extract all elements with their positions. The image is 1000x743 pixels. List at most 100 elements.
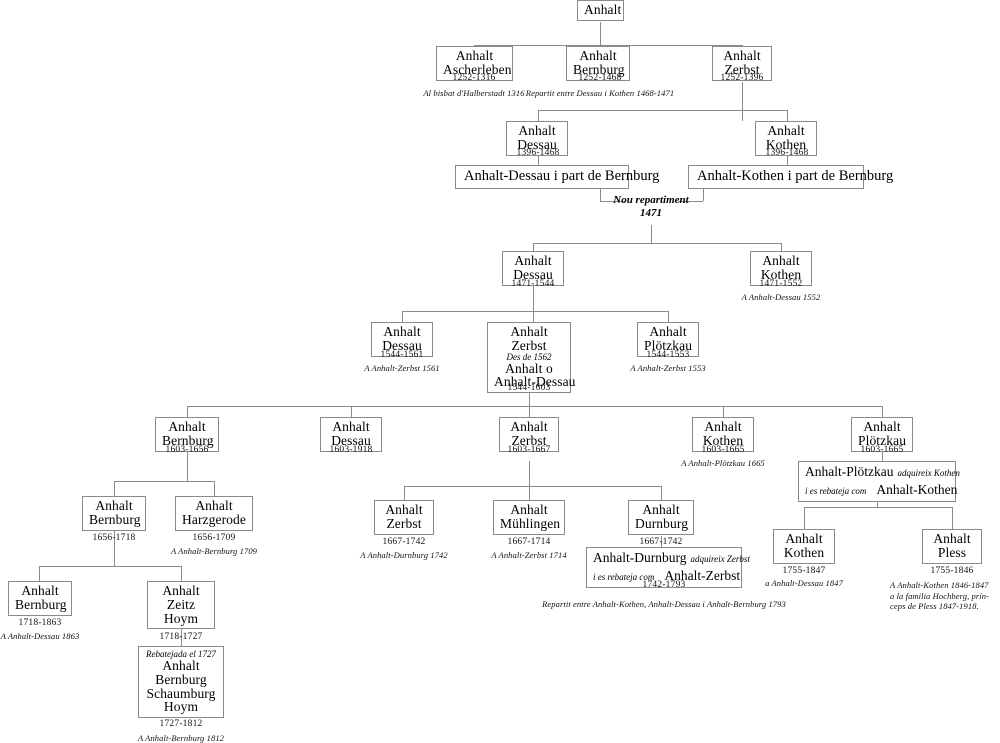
note-plotzkau-1544: A Anhalt-Zerbst 1553 [630,363,706,373]
node-label-line2: Zerbst [511,432,547,448]
node-anhalt-zeitz-hoym-1718[interactable]: Anhalt Zeitz Hoym [147,581,215,630]
node-anhalt-bernburg-1718[interactable]: Anhalt Bernburg [8,581,72,616]
years-bernburg-schaumburg: 1727-1812 [159,719,203,729]
node-label-line1: Anhalt [933,531,971,546]
node-anhalt-kothen-1396[interactable]: Anhalt Kothen [755,121,817,156]
node-label-line2: Kothen [702,432,744,448]
years-muhlingen-1667: 1667-1714 [507,537,551,547]
connector-kothen-1471 [781,243,782,251]
node-plotzkau-acquires-kothen[interactable]: Anhalt-Plötzkau adquireix Kothen i es re… [798,461,960,502]
years-bernburg-1656: 1656-1718 [92,533,136,543]
node-label-line2: Kothen [783,544,825,560]
connector-dessaupart-down [600,186,601,201]
node-anhalt-harzgerode-1656[interactable]: Anhalt Harzgerode [175,496,253,531]
node-anhalt-bernburg-1603[interactable]: Anhalt Bernburg [155,417,219,452]
node-anhalt-bernburg-1252[interactable]: Anhalt Bernburg [566,46,630,81]
years-zerbst-1544: 1544-1603 [507,383,551,393]
node-anhalt-dessau-1471[interactable]: Anhalt Dessau [502,251,564,286]
node-anhalt-bernburg-schaumburg-hoym[interactable]: Rebatejada el 1727 Anhalt Bernburg Schau… [138,646,224,719]
node-label-line1: Anhalt [510,502,548,517]
node-label-line1: Anhalt [455,48,494,63]
node-anhalt-bernburg-1656[interactable]: Anhalt Bernburg [82,496,146,531]
connector-bernburg1656-down [114,531,115,566]
connector-kothen-1755 [804,507,805,529]
connector-dessau-part [538,148,539,165]
node-label-line3: Hoym [163,610,199,626]
node-label-line2: Kothen [765,136,807,152]
merge-part-3: i es rebateja com [593,571,655,582]
connector-zerbst-down [742,82,743,121]
connector-plotzkau1603-down [882,443,883,461]
node-anhalt-kothen-1603[interactable]: Anhalt Kothen [692,417,754,452]
node-anhalt-plotzkau-1544[interactable]: Anhalt Plötzkau [637,322,699,357]
connector-row1544-bus [402,311,668,312]
node-label-line1: Anhalt [510,324,548,339]
connector-row1656-bus [114,481,214,482]
note-bernburg-1718: A Anhalt-Dessau 1863 [0,631,80,641]
node-label: Anhalt [584,2,622,17]
connector-root-down [600,22,601,45]
connector-row1718-bus [39,566,181,567]
node-anhalt-durnburg-1667[interactable]: Anhalt Durnburg [628,500,694,535]
connector-kothen-part [787,148,788,165]
connector-dessau-1544 [402,311,403,322]
node-label-line1: Anhalt [514,253,552,268]
node-anhalt-dessau-1544[interactable]: Anhalt Dessau [371,322,433,357]
node-anhalt-zerbst-1544[interactable]: Anhalt Zerbst Des de 1562 Anhalt o Anhal… [487,322,575,394]
node-kothen-part-bernburg[interactable]: Anhalt-Kothen i part de Bernburg [688,165,893,189]
merge-part-2: adquireix Kothen [897,468,960,478]
connector-zerbst-1603 [529,406,530,417]
node-anhalt-dessau-1603[interactable]: Anhalt Dessau [320,417,382,452]
merge-part-2: adquireix Zerbst [690,554,750,564]
node-label-line2: Zeitz [166,596,196,612]
years-dessau-1544: 1544-1561 [380,350,424,360]
node-label-line2: Bernburg [89,511,141,527]
connector-row2-bus [538,110,787,111]
years-durnburg-merge: 1742-1793 [642,580,686,590]
node-label-line2: Durnburg [635,515,689,531]
node-anhalt-kothen-1755[interactable]: Anhalt Kothen [773,529,835,564]
node-label-line2: Bernburg [155,671,207,687]
node-label: Anhalt-Dessau i part de Bernburg [464,168,660,184]
node-anhalt-zerbst-1252[interactable]: Anhalt Zerbst [712,46,772,81]
node-label-line2: Harzgerode [182,511,246,527]
merge-part-1: Anhalt-Plötzkau [805,464,894,479]
node-anhalt-pless-1755[interactable]: Anhalt Pless [922,529,982,564]
years-kothen-1755: 1755-1847 [782,566,826,576]
connector-harzgerode-1656 [214,481,215,496]
connector-row1667-bus [404,486,661,487]
node-dessau-part-bernburg[interactable]: Anhalt-Dessau i part de Bernburg [455,165,659,189]
connector-kothen-1603 [723,406,724,417]
years-dessau-1603: 1603-1918 [329,445,373,455]
note-durnburg-merge: Repartit entre Anhalt-Kothen, Anhalt-Des… [542,599,786,609]
note-kothen-1603: A Anhalt-Plötzkau 1665 [681,458,765,468]
node-anhalt-kothen-1471[interactable]: Anhalt Kothen [750,251,812,286]
note-pless-line3: ceps de Pless 1847-1918. [890,601,979,612]
node-anhalt-ascherleben[interactable]: Anhalt Ascherleben [436,46,513,81]
connector-zeitzhoym-down [181,629,182,646]
node-anhalt-muhlingen-1667[interactable]: Anhalt Mühlingen [493,500,565,535]
node-anhalt-root[interactable]: Anhalt [577,0,624,21]
node-label-line1: Anhalt [767,123,805,138]
connector-muhlingen-1667 [529,486,530,500]
merge-row-2: i es rebateja com Anhalt-Zerbst [593,567,740,585]
node-anhalt-zerbst-1667[interactable]: Anhalt Zerbst [374,500,434,535]
note-zerbst-1667: A Anhalt-Durnburg 1742 [360,550,448,560]
connector-bernburg-1656 [114,481,115,496]
node-label-line2: Zerbst [724,61,760,77]
node-durnburg-acquires-zerbst[interactable]: Anhalt-Durnburg adquireix Zerbst i es re… [586,547,750,588]
connector-zerbst-1667 [404,486,405,500]
node-label-line1: Anhalt [332,419,370,434]
node-anhalt-plotzkau-1603[interactable]: Anhalt Plötzkau [851,417,913,452]
connector-repart-left [600,201,625,202]
years-plotzkau-1603: 1603-1665 [860,445,904,455]
node-label-line2: Dessau [331,432,371,448]
node-label-line1: Anhalt [385,502,423,517]
node-label-line1: Anhalt [162,658,200,674]
node-label-line1: Anhalt [642,502,680,517]
node-anhalt-zerbst-1603[interactable]: Anhalt Zerbst [499,417,559,452]
node-anhalt-dessau-1396[interactable]: Anhalt Dessau [506,121,568,156]
years-bernburg-1603: 1603-1656 [165,445,209,455]
node-label-line1: Anhalt [518,123,556,138]
node-label-line1: Anhalt [723,48,761,63]
